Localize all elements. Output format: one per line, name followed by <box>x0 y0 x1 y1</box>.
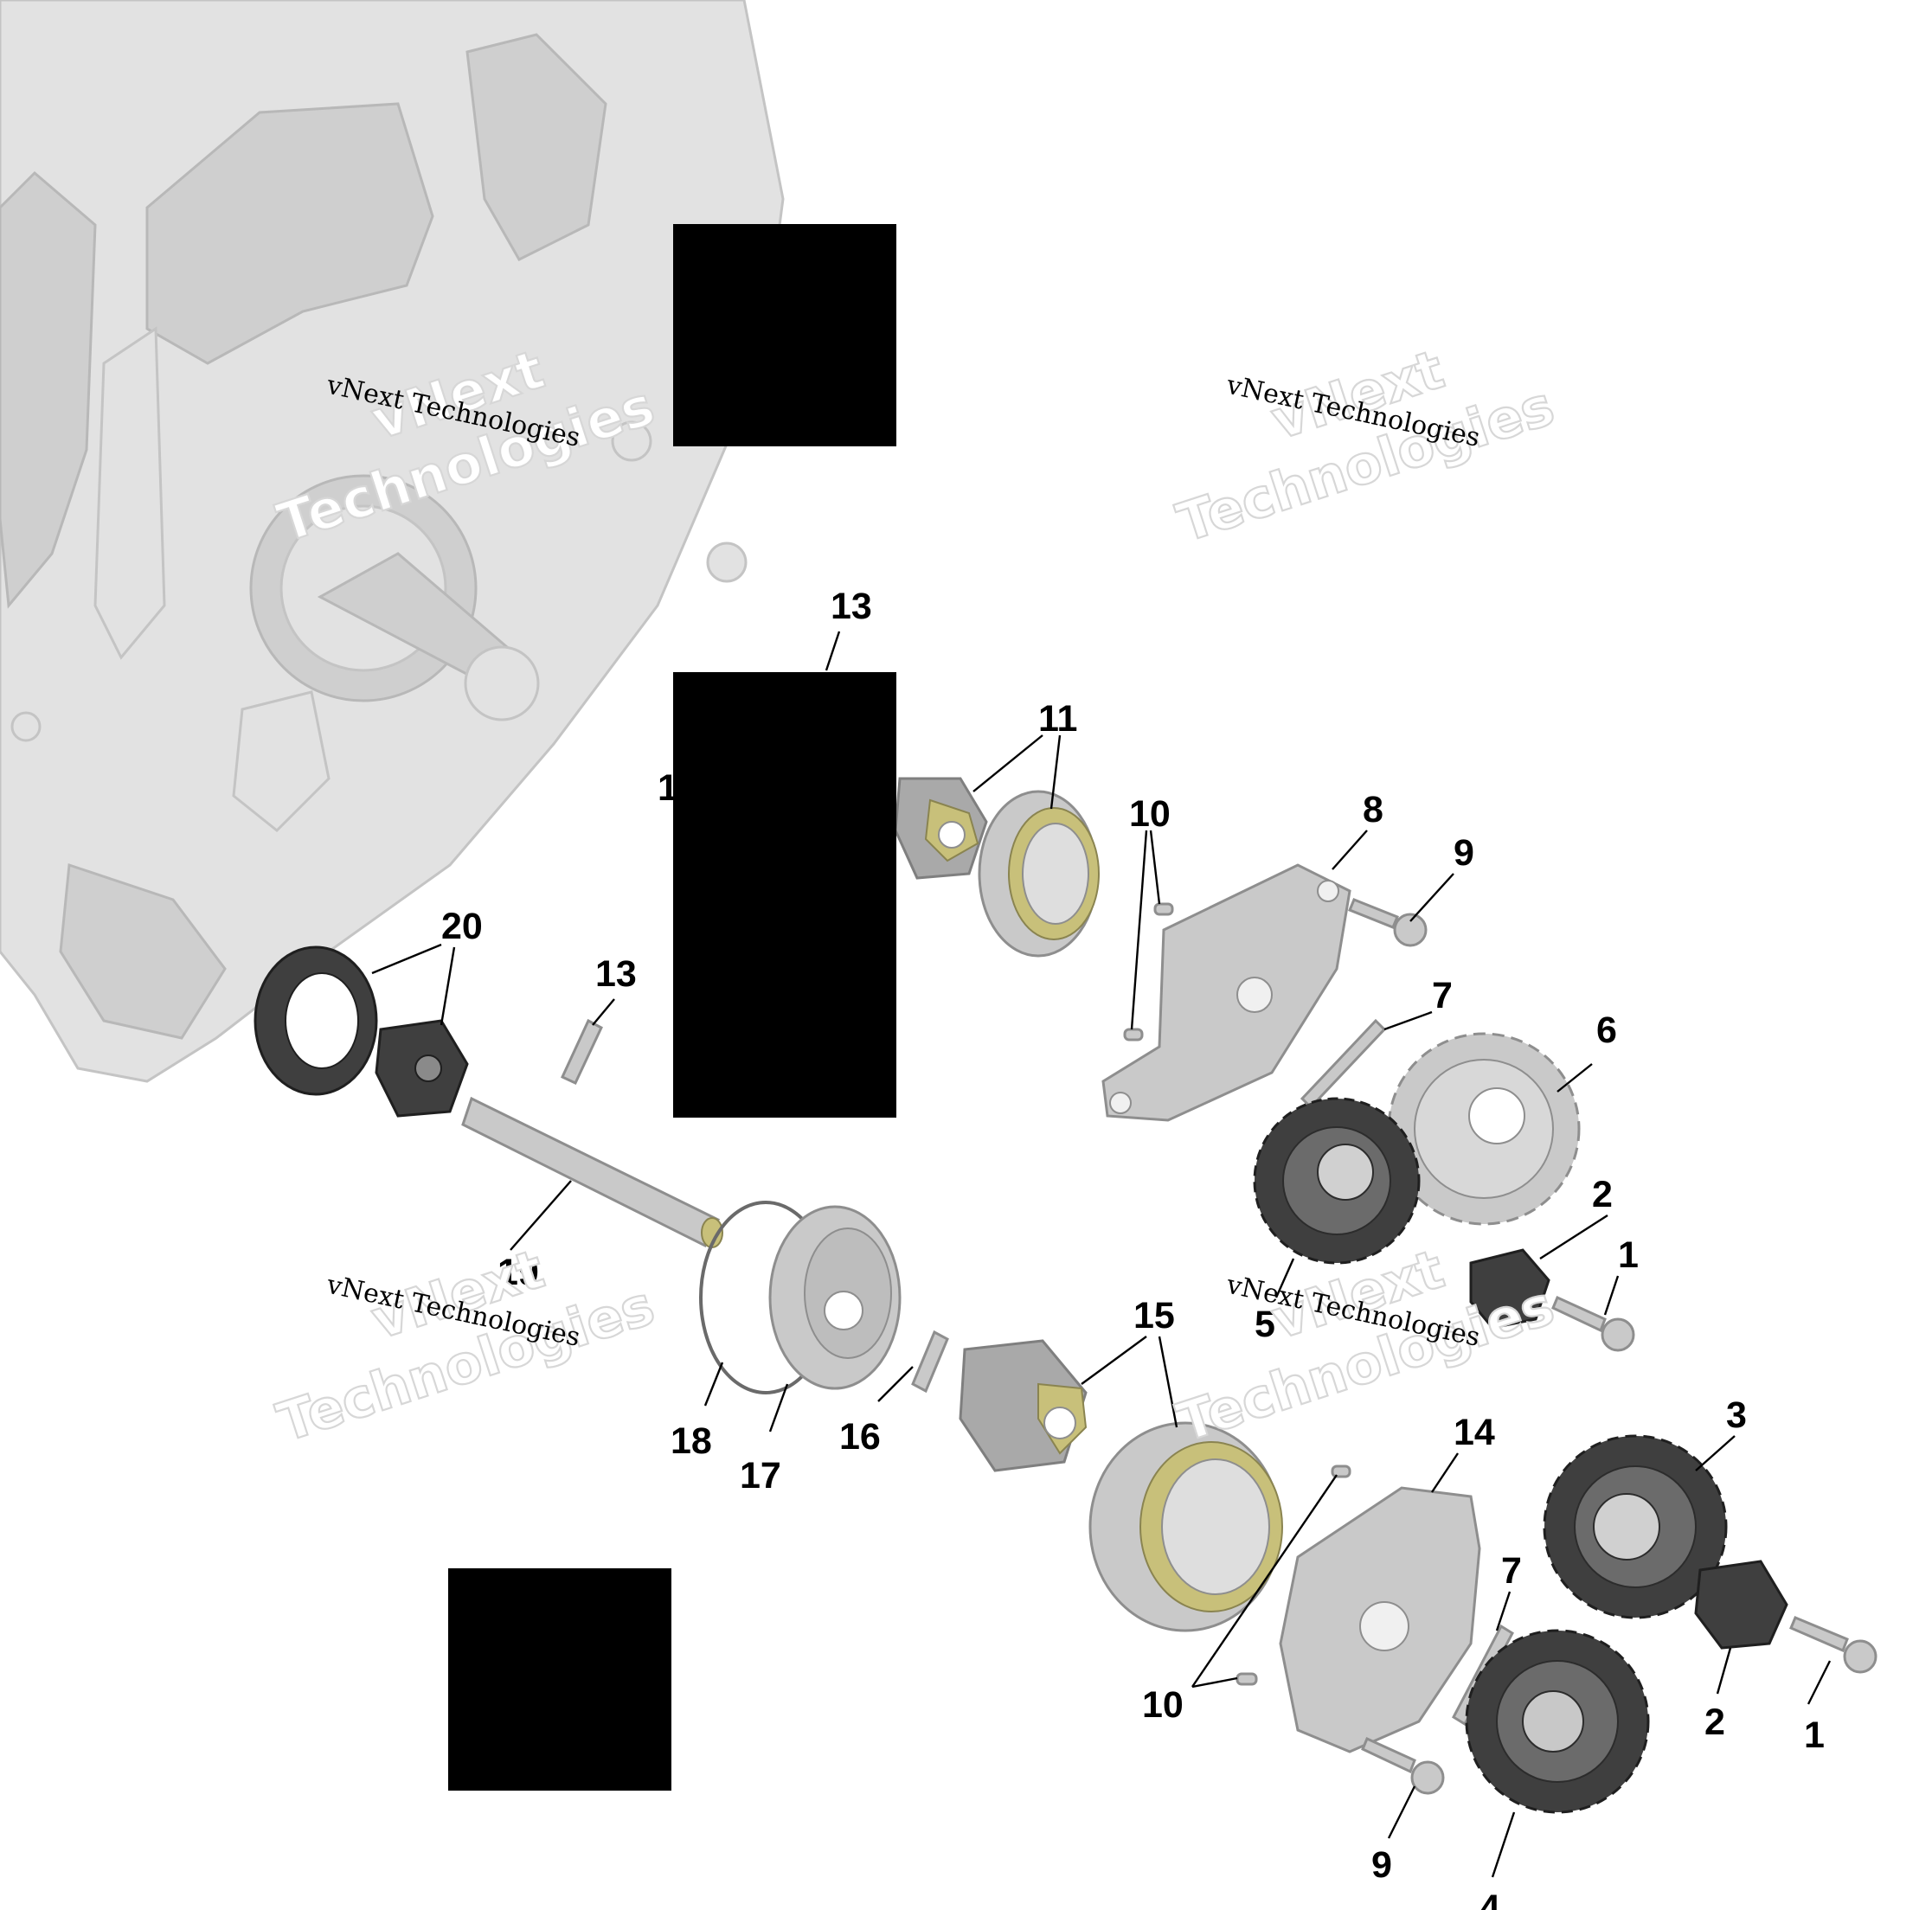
callout-9-lower: 9 <box>1371 1844 1392 1886</box>
bolt-lower-9 <box>1361 1736 1445 1795</box>
rotor-inner-20 <box>375 1019 469 1118</box>
callout-3: 3 <box>1726 1394 1747 1436</box>
callout-8: 8 <box>1363 789 1383 830</box>
rotor-inner-lower-15 <box>959 1339 1088 1472</box>
callout-18: 18 <box>671 1420 712 1462</box>
callout-2-lower: 2 <box>1704 1702 1725 1743</box>
callout-7-upper: 7 <box>1432 975 1453 1016</box>
bolt-lower-1 <box>1789 1616 1877 1674</box>
callout-1-lower: 1 <box>1804 1715 1825 1756</box>
pin-upper-7 <box>1300 1018 1387 1110</box>
rotor-outer-lower-15 <box>1088 1421 1283 1632</box>
callout-11: 11 <box>1038 698 1077 740</box>
rotor-outer-20 <box>254 945 378 1096</box>
dowel-pins-upper-10 <box>1123 902 1174 1042</box>
redaction-block-bottom <box>448 1568 671 1791</box>
callout-16: 16 <box>839 1416 881 1458</box>
engine-casing-ghost <box>0 0 785 1083</box>
rotor-inner-upper-11 <box>894 777 988 880</box>
gear-4 <box>1465 1629 1650 1814</box>
callout-14: 14 <box>1454 1412 1495 1453</box>
callout-10-upper: 10 <box>1129 793 1171 835</box>
bolt-upper-1 <box>1551 1295 1635 1352</box>
nut-upper-2 <box>1469 1248 1550 1330</box>
gear-small-5 <box>1253 1097 1421 1265</box>
gear-large-6 <box>1387 1032 1581 1226</box>
callout-2-upper: 2 <box>1592 1174 1613 1215</box>
pin-16 <box>911 1330 949 1394</box>
bolt-upper-9 <box>1348 898 1428 947</box>
callout-6: 6 <box>1596 1009 1617 1051</box>
callout-20: 20 <box>441 906 483 947</box>
shaft-19 <box>461 1096 723 1248</box>
callout-5: 5 <box>1255 1304 1275 1345</box>
watermark-top-right: vNext Technologies vNext Technologies <box>1169 336 1563 555</box>
callout-4: 4 <box>1479 1888 1500 1910</box>
pump-cover-lower-14 <box>1279 1486 1481 1753</box>
pump-housing-17 <box>768 1205 902 1390</box>
redaction-block-middle <box>673 672 896 1118</box>
callout-13-lower: 13 <box>595 953 637 995</box>
nut-lower-2 <box>1694 1560 1788 1650</box>
callout-15: 15 <box>1133 1295 1175 1336</box>
redaction-block-top <box>673 224 896 446</box>
gear-3 <box>1543 1434 1728 1619</box>
callout-19: 19 <box>497 1252 539 1293</box>
watermark-bottom-left: vNext Technologies vNext Technologies <box>269 1236 663 1455</box>
pin-13-lower <box>561 1018 603 1085</box>
callout-7-lower: 7 <box>1501 1550 1522 1592</box>
callout-10-lower: 10 <box>1142 1684 1184 1726</box>
rotor-outer-upper-11 <box>978 790 1100 958</box>
callout-9-upper: 9 <box>1454 832 1474 874</box>
callout-17: 17 <box>740 1455 781 1497</box>
pump-cover-upper-8 <box>1101 863 1351 1122</box>
leader-lines <box>371 631 1832 1878</box>
callout-13-upper: 13 <box>831 586 872 627</box>
callout-labels: 13 12 11 10 8 9 7 6 2 1 5 20 13 19 18 17… <box>441 586 1825 1910</box>
callout-1-upper: 1 <box>1618 1234 1639 1276</box>
